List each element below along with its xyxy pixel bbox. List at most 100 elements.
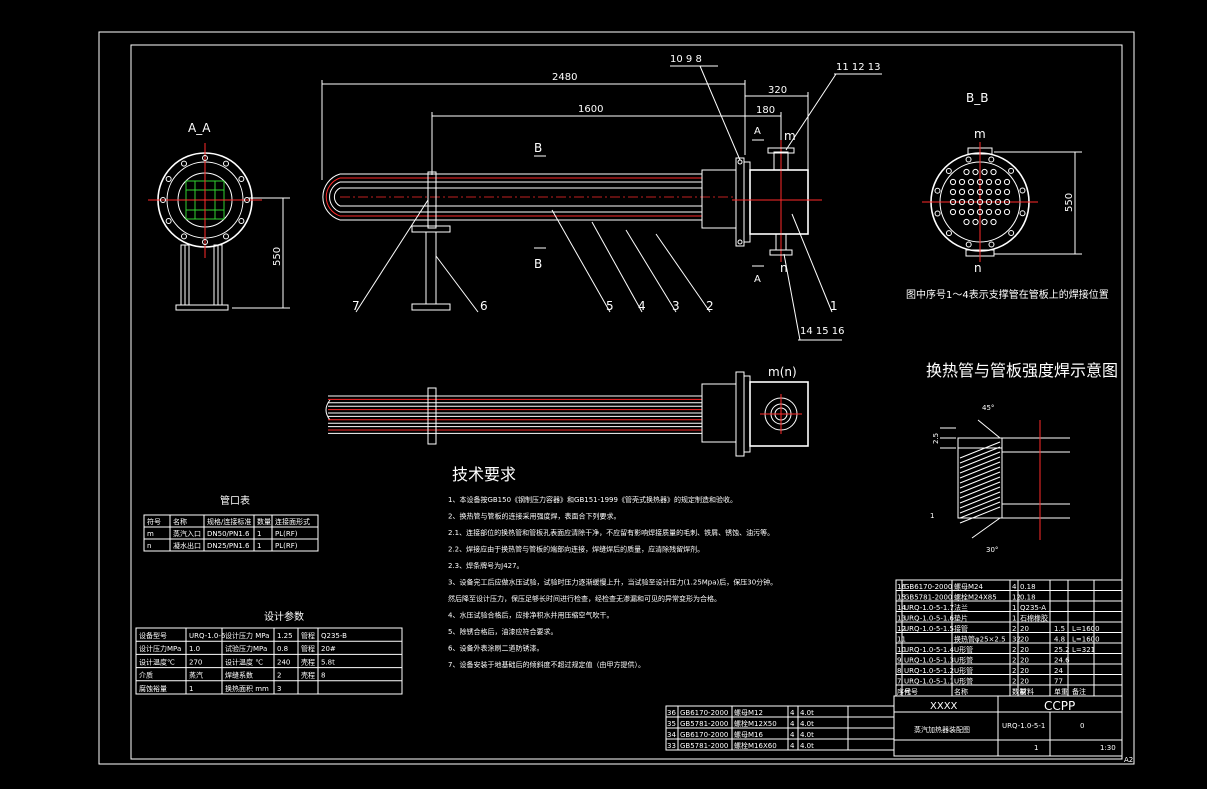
part-number-4: 4 [638, 299, 646, 313]
bom-bottom-cell: GB5781-2000 [680, 720, 728, 728]
bom-cell: 螺栓M24X85 [954, 593, 997, 602]
nozzle-m-label: m [784, 129, 796, 143]
bom-bottom-cell: 4.0t [800, 709, 814, 717]
bom-cell: 0.18 [1020, 594, 1036, 602]
tech-line: 2.2、焊接应由于换热管与管板的端部向连接，焊缝焊后的质量，应清除残留焊剂。 [448, 545, 704, 554]
design-cell: Q235-B [321, 632, 347, 640]
nozzle-cell: PL(RF) [275, 542, 298, 550]
weld-45: 45° [982, 404, 994, 412]
design-cell: 管程 [301, 631, 315, 640]
inner-frame [130, 44, 1123, 760]
bom-cell: 9 [897, 657, 901, 665]
dim-bb-550: 550 [1064, 193, 1075, 212]
bom-cell: URQ-1.0-5-1.2 [904, 667, 954, 675]
tb-scale: 1:30 [1100, 744, 1116, 752]
bom-cell: URQ-1.0-5-1.5 [904, 625, 954, 633]
design-cell: URQ-1.0-6 [189, 632, 226, 640]
bb-n-label: n [974, 261, 982, 275]
tech-line: 2.3、焊条牌号为J427。 [448, 561, 524, 570]
section-b-top: B [534, 141, 542, 155]
nozzle-cell: 蒸汽入口 [173, 529, 201, 538]
bom-cell: 数量 [1012, 687, 1026, 696]
tb-size: A2 [1124, 756, 1133, 764]
design-cell: 设计温度 ℃ [225, 657, 263, 666]
nozzle-cell: 1 [257, 530, 261, 538]
bom-bottom-cell: 4 [790, 731, 795, 739]
weld-30: 30° [986, 546, 998, 554]
design-cell: 介质 [139, 671, 153, 680]
design-cell: 设备型号 [139, 631, 167, 640]
design-cell: 壳程 [301, 657, 315, 666]
bom-bottom-cell: 螺栓M12X50 [734, 719, 777, 728]
dim-nozzle-offset: 180 [756, 105, 775, 116]
bom-bottom-cell: 34 [667, 731, 676, 739]
bom-cell: 2 [1012, 657, 1016, 665]
tb-rev: 0 [1080, 722, 1084, 730]
bom-bottom-cell: 4.0t [800, 731, 814, 739]
part-number-7: 7 [352, 299, 360, 313]
bom-bottom-cell: 螺母M12 [734, 708, 763, 717]
bom-cell: URQ-1.0-5-1.6 [904, 615, 955, 623]
section-aa-label: A_A [188, 121, 211, 135]
tech-requirements: 技术要求 1、本设备按GB150《钢制压力容器》和GB151-1999《管壳式换… [448, 465, 777, 669]
bom-cell: 20 [1020, 657, 1029, 665]
design-table-title: 设计参数 [264, 610, 304, 623]
weld-25: 2.5 [932, 433, 940, 444]
bb-note: 图中序号1～4表示支撑管在管板上的焊接位置 [906, 288, 1109, 301]
bom-cell: L=321 [1072, 646, 1095, 654]
bb-m-label: m [974, 127, 986, 141]
bottom-plan-view: m(n) [325, 365, 809, 457]
bom-cell: Q235-A [1020, 604, 1046, 612]
tech-title: 技术要求 [452, 465, 516, 484]
bom-cell: 1 [1012, 604, 1016, 612]
bom-bottom-cell: 4.0t [800, 720, 814, 728]
nozzle-cell: PL(RF) [275, 530, 298, 538]
bom-cell: 0.18 [1020, 583, 1036, 591]
bom-cell: 25.2 [1054, 646, 1070, 654]
bom-cell: 石棉橡胶 [1020, 614, 1048, 623]
nozzle-n-label: n [780, 261, 788, 275]
bom-cell: 单重 [1054, 687, 1068, 696]
design-cell: 设计温度℃ [139, 657, 175, 666]
bom-cell: 20 [1020, 678, 1029, 686]
tech-line: 7、设备安装于地基础后的倾斜度不超过规定值（由甲方提供）。 [448, 660, 645, 669]
bom-cell: 螺母M24 [954, 582, 983, 591]
section-a-top: A [754, 126, 761, 137]
bom-cell: 20 [1020, 667, 1029, 675]
bom-cell: U形管 [954, 677, 973, 686]
nozzle-cell: 凝水出口 [173, 541, 201, 550]
bom-cell: URQ-1.0-5-1.1 [904, 678, 954, 686]
design-cell: 270 [189, 658, 202, 666]
tech-line: 6、设备外表涂刷二道防锈漆。 [448, 644, 543, 653]
dim-nozzle-span: 320 [768, 85, 787, 96]
weld-title: 换热管与管板强度焊示意图 [926, 361, 1118, 380]
bom-cell: 2 [1012, 678, 1016, 686]
bom-cell: L=1600 [1072, 625, 1100, 633]
part-number-1: 1 [830, 299, 838, 313]
design-cell: 20# [321, 645, 336, 653]
bom-cell: 7 [897, 678, 901, 686]
bom-cell: 32 [1012, 636, 1021, 644]
bom-cell: GB5781-2000 [904, 594, 952, 602]
bom-cell: 24 [1054, 667, 1063, 675]
dim-overall: 2480 [552, 72, 577, 83]
bom-cell: 2 [1012, 625, 1016, 633]
tb-company: XXXX [930, 701, 958, 712]
design-cell: 设计压力MPa [139, 644, 181, 653]
tb-drawing-name: 蒸汽加热器装配图 [914, 725, 970, 734]
tech-line: 5、除锈合格后，油漆应符合要求。 [448, 627, 557, 636]
design-cell: 试验压力MPa [225, 644, 267, 653]
design-cell: 1.0 [189, 645, 200, 653]
design-cell: 焊缝系数 [225, 671, 253, 680]
bom-cell: URQ-1.0-5-1.4 [904, 646, 955, 654]
bom-cell: U形管 [954, 656, 973, 665]
bom-bottom-cell: 35 [667, 720, 676, 728]
bom-cell: U形管 [954, 666, 973, 675]
bom-cell: 14 [897, 604, 906, 612]
main-front-view: 2480 1600 320 180 [321, 54, 882, 341]
design-cell: 设计压力 MPa [225, 631, 269, 640]
